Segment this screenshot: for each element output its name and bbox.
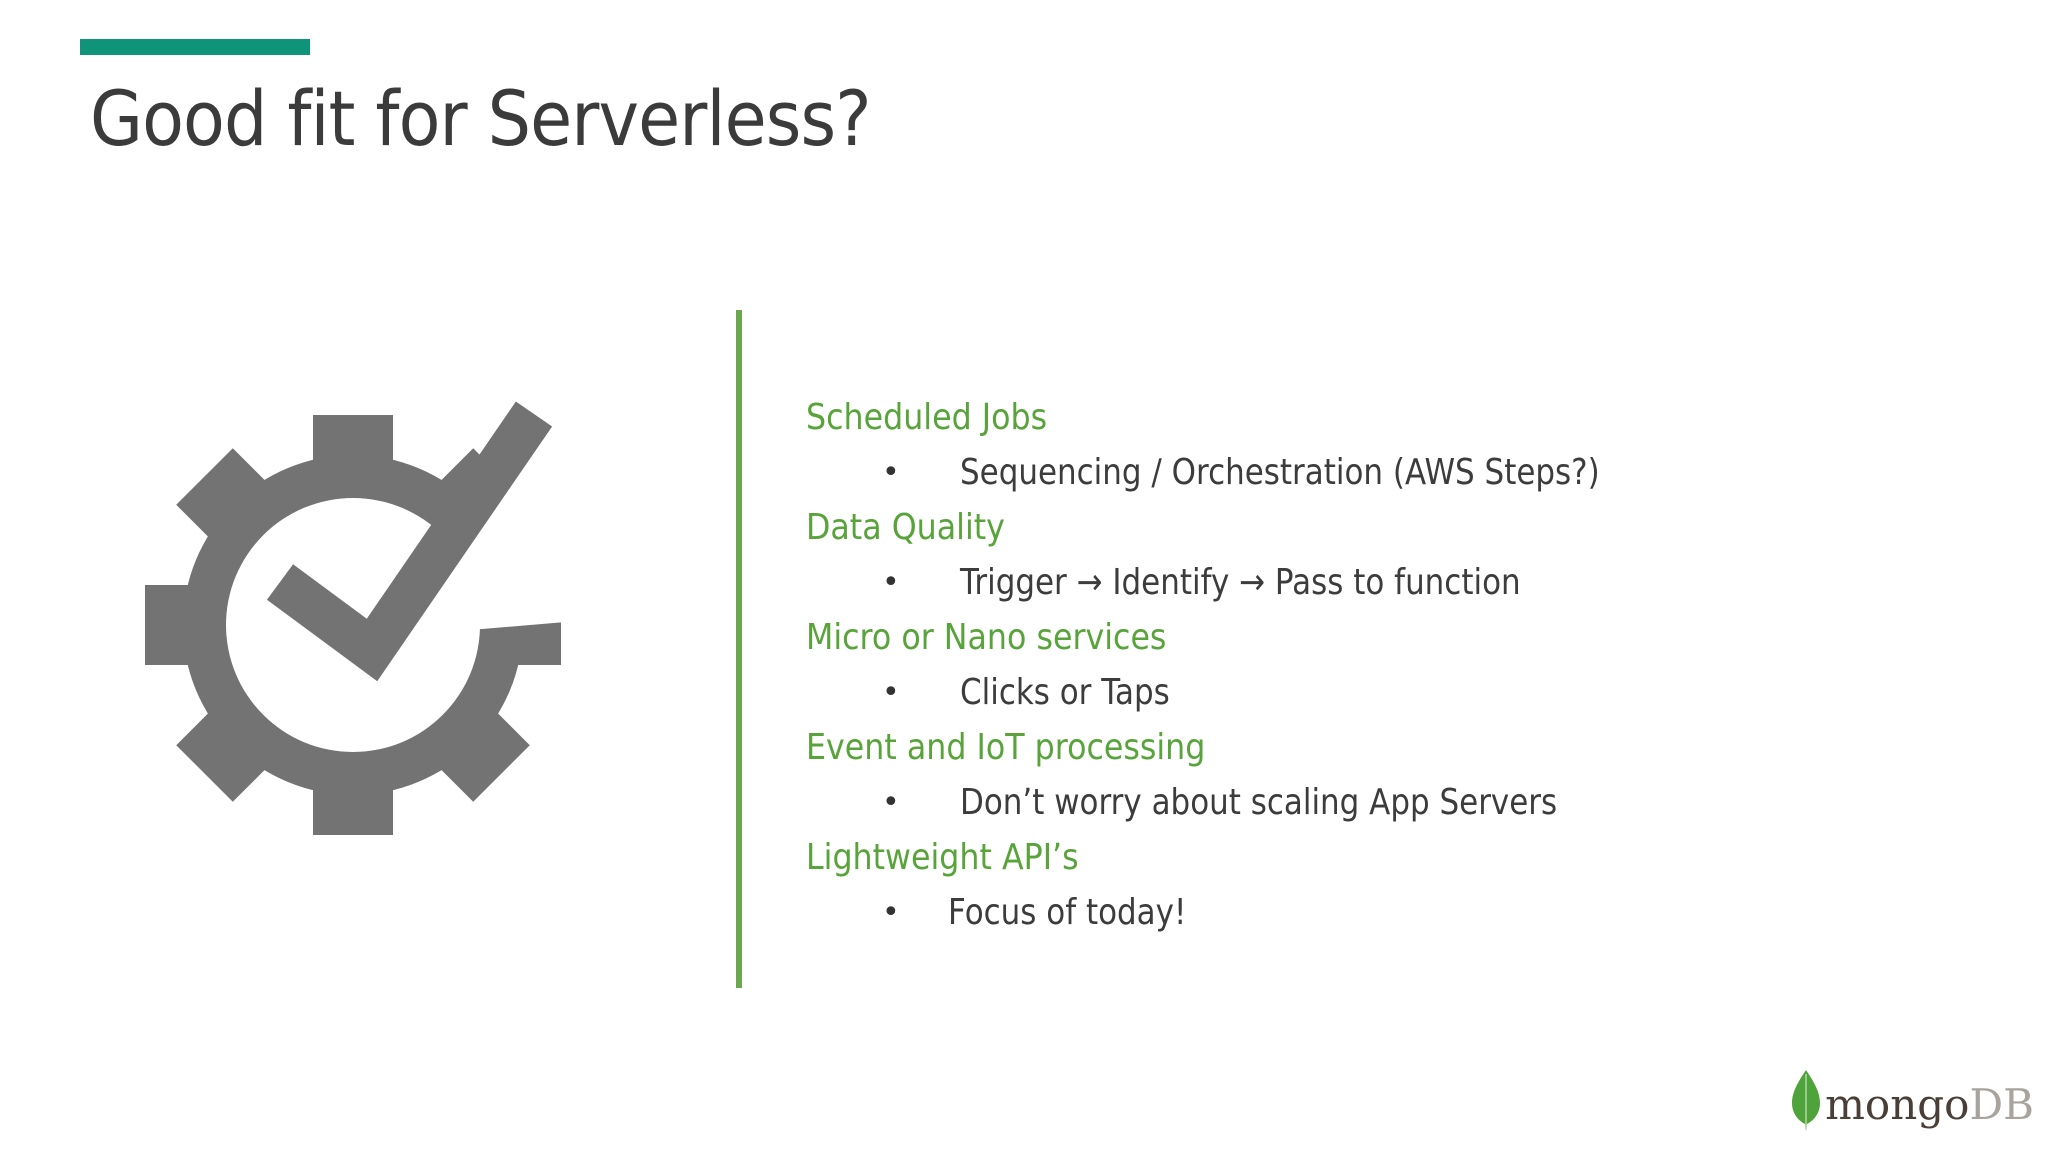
mongodb-logo: mongoDB xyxy=(1789,1062,2034,1132)
bullet-text: Focus of today! xyxy=(948,892,1187,933)
item-heading: Lightweight API’s xyxy=(806,837,1079,878)
gear-checkmark-icon xyxy=(145,401,561,835)
bullet-text: Sequencing / Orchestration (AWS Steps?) xyxy=(960,452,1600,493)
bullet-dot-icon: • xyxy=(882,675,900,710)
bullet-text: Trigger → Identify → Pass to function xyxy=(960,562,1521,603)
bullet-text: Clicks or Taps xyxy=(960,672,1170,713)
item-heading: Data Quality xyxy=(806,507,1005,548)
bullet-row: • Don’t worry about scaling App Servers xyxy=(806,775,1956,830)
list-item: Event and IoT processing • Don’t worry a… xyxy=(806,720,1956,830)
vertical-divider xyxy=(736,310,742,988)
bullet-dot-icon: • xyxy=(882,455,900,490)
title-accent-bar xyxy=(80,39,310,55)
bullet-row: • Focus of today! xyxy=(806,885,1956,940)
bullet-row: • Sequencing / Orchestration (AWS Steps?… xyxy=(806,445,1956,500)
list-item: Data Quality • Trigger → Identify → Pass… xyxy=(806,500,1956,610)
mongodb-leaf-icon xyxy=(1792,1070,1821,1131)
list-item: Lightweight API’s • Focus of today! xyxy=(806,830,1956,940)
logo-wordmark-suffix: DB xyxy=(1969,1080,2034,1129)
list-item: Scheduled Jobs • Sequencing / Orchestrat… xyxy=(806,390,1956,500)
slide-title: Good fit for Serverless? xyxy=(90,74,872,163)
fit-list: Scheduled Jobs • Sequencing / Orchestrat… xyxy=(806,390,1956,940)
item-heading: Scheduled Jobs xyxy=(806,397,1048,438)
item-heading: Micro or Nano services xyxy=(806,617,1167,658)
item-heading: Event and IoT processing xyxy=(806,727,1206,768)
bullet-dot-icon: • xyxy=(882,785,900,820)
bullet-row: • Clicks or Taps xyxy=(806,665,1956,720)
bullet-row: • Trigger → Identify → Pass to function xyxy=(806,555,1956,610)
logo-wordmark: mongoDB xyxy=(1825,1084,2034,1126)
list-item: Micro or Nano services • Clicks or Taps xyxy=(806,610,1956,720)
bullet-dot-icon: • xyxy=(882,895,900,930)
logo-wordmark-main: mongo xyxy=(1825,1080,1970,1129)
bullet-text: Don’t worry about scaling App Servers xyxy=(960,782,1558,823)
bullet-dot-icon: • xyxy=(882,565,900,600)
